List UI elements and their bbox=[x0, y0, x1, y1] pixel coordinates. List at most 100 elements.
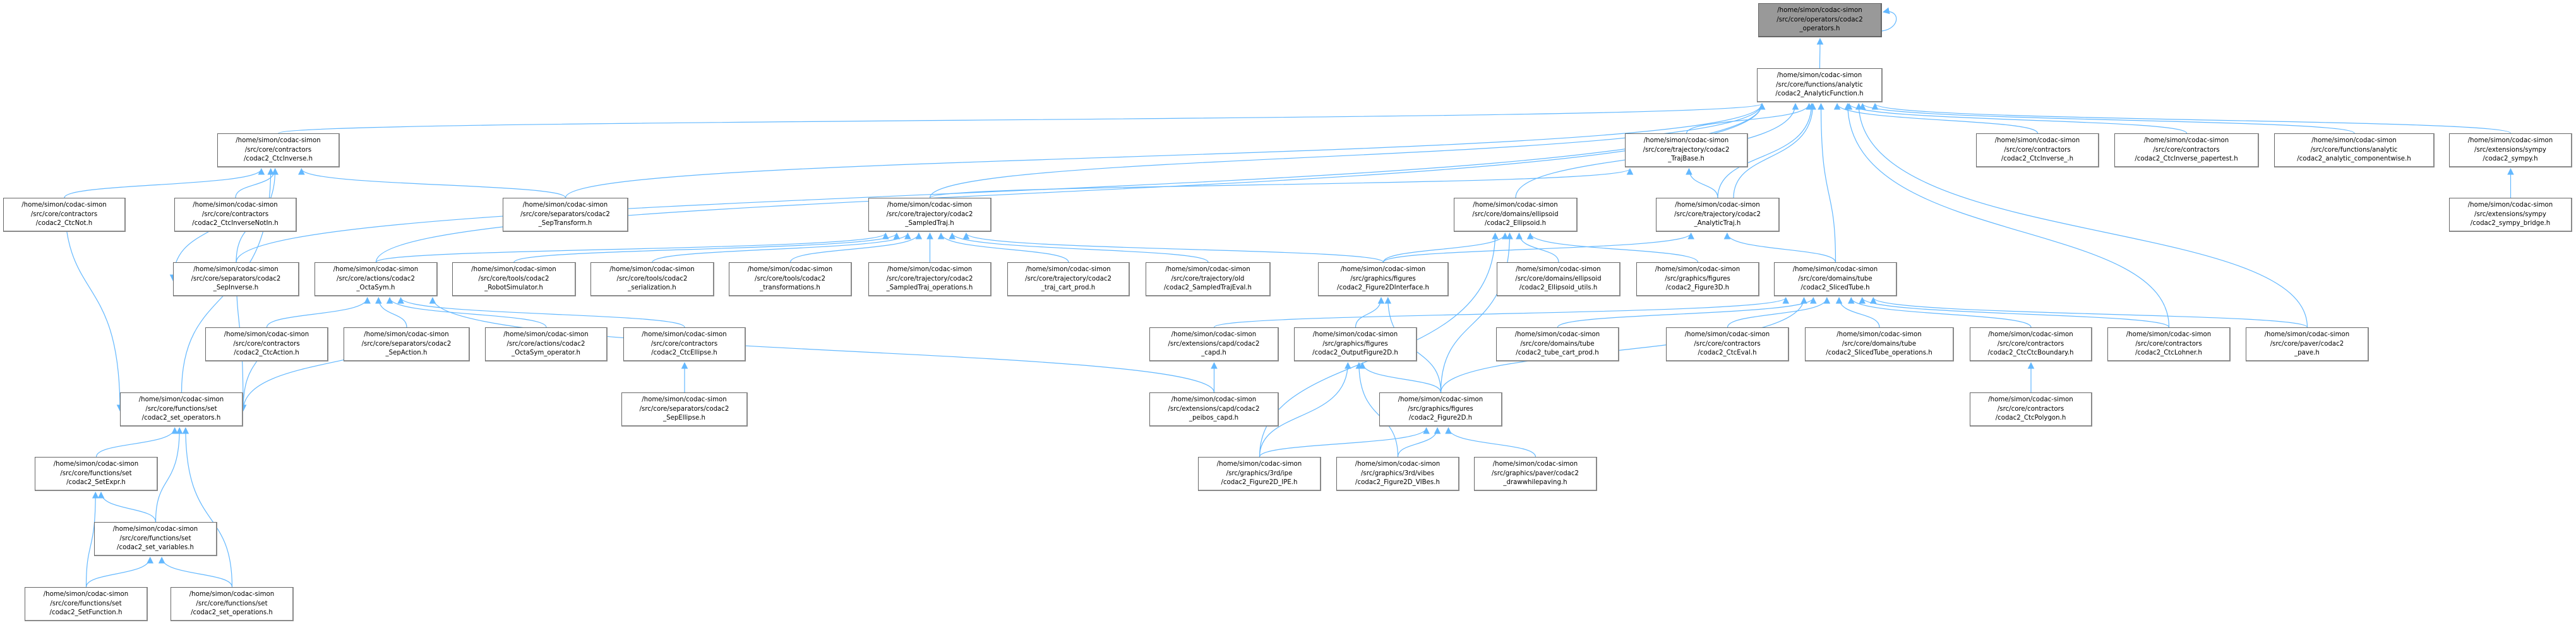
dependency-edge bbox=[1871, 102, 2512, 134]
dependency-edge bbox=[1259, 427, 1430, 458]
graph-node[interactable]: /home/simon/codac-simon /src/graphics/3r… bbox=[1198, 457, 1321, 491]
graph-node[interactable]: /home/simon/codac-simon /src/core/contra… bbox=[1970, 327, 2092, 361]
dependency-edge bbox=[1833, 102, 2039, 134]
graph-node[interactable]: /home/simon/codac-simon /src/core/domain… bbox=[1805, 327, 1954, 361]
dependency-edge bbox=[962, 232, 1384, 263]
graph-node[interactable]: /home/simon/codac-simon /src/core/trajec… bbox=[1656, 198, 1780, 232]
dependency-edge bbox=[1355, 296, 1385, 328]
dependency-edge bbox=[158, 556, 233, 588]
graph-node[interactable]: /home/simon/codac-simon /src/core/trajec… bbox=[1007, 262, 1130, 296]
dependency-edge bbox=[97, 491, 157, 523]
graph-node[interactable]: /home/simon/codac-simon /src/core/domain… bbox=[1774, 262, 1897, 296]
graph-node[interactable]: /home/simon/codac-simon /src/core/contra… bbox=[3, 198, 126, 232]
graph-node[interactable]: /home/simon/codac-simon /src/core/tools/… bbox=[590, 262, 714, 296]
dependency-edge bbox=[1727, 296, 1831, 328]
dependency-edge bbox=[937, 232, 1069, 263]
dependency-edge bbox=[1818, 102, 1836, 263]
graph-node[interactable]: /home/simon/codac-simon /src/core/functi… bbox=[35, 457, 158, 491]
graph-node[interactable]: /home/simon/codac-simon /src/core/trajec… bbox=[868, 198, 991, 232]
dependency-edge bbox=[1382, 232, 1694, 263]
graph-node[interactable]: /home/simon/codac-simon /src/extensions/… bbox=[1149, 327, 1279, 361]
graph-node[interactable]: /home/simon/codac-simon /src/graphics/fi… bbox=[1318, 262, 1449, 296]
dependency-edge bbox=[375, 232, 889, 263]
dependency-edge bbox=[1847, 296, 2032, 328]
graph-node[interactable]: /home/simon/codac-simon /src/graphics/fi… bbox=[1379, 392, 1502, 427]
dependency-edge bbox=[375, 102, 1766, 263]
graph-node[interactable]: /home/simon/codac-simon /src/core/domain… bbox=[1496, 327, 1619, 361]
graph-node[interactable]: /home/simon/codac-simon /src/core/tools/… bbox=[729, 262, 852, 296]
graph-node[interactable]: /home/simon/codac-simon /src/core/functi… bbox=[1757, 68, 1883, 102]
dependency-edge bbox=[182, 427, 233, 588]
graph-node[interactable]: /home/simon/codac-simon /src/core/contra… bbox=[2107, 327, 2231, 361]
dependency-edge bbox=[929, 167, 1634, 198]
dependency-edge bbox=[1686, 102, 1812, 134]
graph-node[interactable]: /home/simon/codac-simon /src/core/functi… bbox=[120, 392, 243, 427]
graph-node[interactable]: /home/simon/codac-simon /src/core/trajec… bbox=[1146, 262, 1271, 296]
graph-node[interactable]: /home/simon/codac-simon /src/core/separa… bbox=[173, 262, 299, 296]
graph-node[interactable]: /home/simon/codac-simon /src/core/trajec… bbox=[1625, 133, 1748, 167]
graph-node[interactable]: /home/simon/codac-simon /src/extensions/… bbox=[2449, 198, 2572, 232]
graph-node[interactable]: /home/simon/codac-simon /src/extensions/… bbox=[2449, 133, 2572, 167]
dependency-edge bbox=[1213, 296, 1789, 328]
graph-node[interactable]: /home/simon/codac-simon /src/graphics/pa… bbox=[1474, 457, 1597, 491]
dependency-edge bbox=[1440, 296, 1807, 393]
graph-node[interactable]: /home/simon/codac-simon /src/extensions/… bbox=[1149, 392, 1279, 427]
graph-node[interactable]: /home/simon/codac-simon /src/core/functi… bbox=[171, 587, 294, 621]
dependency-edge bbox=[85, 491, 99, 588]
dependency-edge bbox=[1382, 232, 1509, 263]
dependency-edge bbox=[513, 232, 901, 263]
dependency-edge bbox=[1445, 427, 1537, 458]
graph-root-node[interactable]: /home/simon/codac-simon /src/core/operat… bbox=[1758, 3, 1882, 37]
dependency-edge bbox=[1881, 7, 1897, 32]
dependency-edge bbox=[1259, 361, 1351, 458]
dependency-edge bbox=[429, 296, 1215, 393]
graph-node[interactable]: /home/simon/codac-simon /src/core/domain… bbox=[1454, 198, 1578, 232]
dependency-edge bbox=[64, 167, 265, 198]
graph-node[interactable]: /home/simon/codac-simon /src/core/paver/… bbox=[2246, 327, 2369, 361]
dependency-edge bbox=[298, 167, 566, 198]
graph-node[interactable]: /home/simon/codac-simon /src/core/action… bbox=[485, 327, 608, 361]
graph-node[interactable]: /home/simon/codac-simon /src/core/contra… bbox=[2114, 133, 2259, 167]
graph-node[interactable]: /home/simon/codac-simon /src/graphics/3r… bbox=[1336, 457, 1459, 491]
graph-node[interactable]: /home/simon/codac-simon /src/graphics/fi… bbox=[1636, 262, 1759, 296]
graph-node[interactable]: /home/simon/codac-simon /src/core/trajec… bbox=[868, 262, 991, 296]
graph-node[interactable]: /home/simon/codac-simon /src/core/separa… bbox=[344, 327, 470, 361]
dependency-edge bbox=[397, 296, 685, 328]
graph-node[interactable]: /home/simon/codac-simon /src/core/contra… bbox=[1970, 392, 2092, 427]
graph-node[interactable]: /home/simon/codac-simon /src/core/contra… bbox=[217, 133, 340, 167]
graph-node[interactable]: /home/simon/codac-simon /src/core/functi… bbox=[2274, 133, 2435, 167]
dependency-edge bbox=[1355, 361, 1399, 458]
dependency-edge bbox=[789, 232, 923, 263]
graph-node[interactable]: /home/simon/codac-simon /src/core/functi… bbox=[25, 587, 148, 621]
graph-node[interactable]: /home/simon/codac-simon /src/core/functi… bbox=[94, 522, 217, 556]
graph-node[interactable]: /home/simon/codac-simon /src/core/contra… bbox=[1976, 133, 2099, 167]
dependency-edge bbox=[1516, 232, 1559, 263]
dependency-edge bbox=[1397, 427, 1441, 458]
graph-node[interactable]: /home/simon/codac-simon /src/core/contra… bbox=[174, 198, 297, 232]
dependency-edge bbox=[929, 102, 1766, 198]
graph-node[interactable]: /home/simon/codac-simon /src/core/separa… bbox=[621, 392, 748, 427]
dependency-edge bbox=[1723, 232, 1836, 263]
dependency-edge bbox=[374, 296, 407, 328]
graph-node[interactable]: /home/simon/codac-simon /src/core/contra… bbox=[623, 327, 746, 361]
graph-node[interactable]: /home/simon/codac-simon /src/core/action… bbox=[315, 262, 438, 296]
graph-node[interactable]: /home/simon/codac-simon /src/core/contra… bbox=[205, 327, 328, 361]
dependency-edge bbox=[565, 102, 1766, 198]
dependency-edge bbox=[236, 102, 1766, 263]
dependency-edge bbox=[1733, 102, 1816, 198]
dependency-edge bbox=[1358, 361, 1442, 393]
graph-node[interactable]: /home/simon/codac-simon /src/core/domain… bbox=[1497, 262, 1620, 296]
graph-node[interactable]: /home/simon/codac-simon /src/core/tools/… bbox=[452, 262, 576, 296]
dependency-edge bbox=[386, 296, 547, 328]
dependency-edge bbox=[1844, 102, 2170, 328]
dependency-edge bbox=[85, 556, 154, 588]
dependency-edge bbox=[266, 296, 371, 328]
dependency-edge bbox=[1835, 296, 1880, 328]
graph-node[interactable]: /home/simon/codac-simon /src/core/separa… bbox=[503, 198, 628, 232]
dependency-edge bbox=[278, 102, 1765, 134]
dependency-edge bbox=[1526, 232, 1699, 263]
graph-node[interactable]: /home/simon/codac-simon /src/core/contra… bbox=[1666, 327, 1789, 361]
graph-node[interactable]: /home/simon/codac-simon /src/graphics/fi… bbox=[1294, 327, 1417, 361]
dependency-edge bbox=[1845, 102, 2188, 134]
